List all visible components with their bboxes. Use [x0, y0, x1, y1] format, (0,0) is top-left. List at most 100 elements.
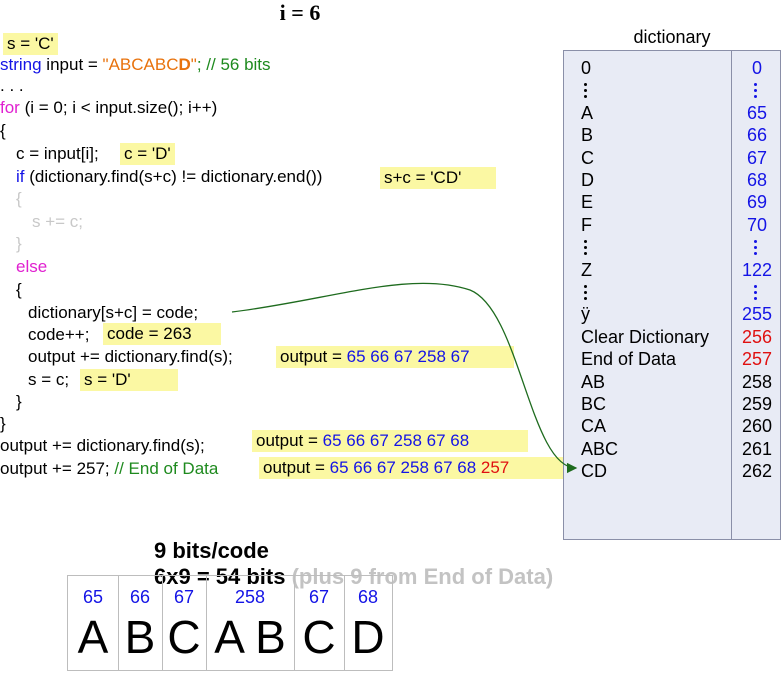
- dictionary-value: 255: [741, 304, 773, 325]
- brace: }: [16, 392, 22, 411]
- cell-code: 66: [129, 587, 151, 607]
- code-line-dict-assign: dictionary[s+c] = code;: [28, 303, 199, 322]
- step-title: i = 6: [279, 0, 321, 25]
- dictionary-value: 67: [746, 147, 768, 168]
- output-label: output =: [280, 347, 347, 366]
- dictionary-title: dictionary: [633, 27, 711, 47]
- output-label: output =: [263, 458, 330, 477]
- dictionary-value: 122: [741, 259, 773, 280]
- cell-code: 68: [357, 587, 379, 607]
- dictionary-key: [584, 281, 590, 308]
- cell-characters: A B: [214, 611, 286, 663]
- cell-characters: C: [167, 611, 201, 663]
- dictionary-key: C: [581, 147, 594, 168]
- end-output-value-note: output = 65 66 67 258 67 68 257: [259, 457, 567, 479]
- else-keyword: else: [16, 257, 48, 276]
- dictionary-key: [584, 79, 590, 106]
- code-text: (i = 0; i < input.size(); i++): [19, 98, 218, 117]
- code-line-input: string input = "ABCABCD"; // 56 bits: [0, 55, 271, 75]
- brace: {: [0, 121, 6, 140]
- encoded-cell: 258 A B: [206, 575, 295, 671]
- dictionary-key: F: [581, 214, 592, 235]
- bits-per-code: 9 bits/code: [154, 538, 269, 563]
- dictionary-value: 260: [741, 416, 773, 437]
- dictionary-value: [734, 236, 780, 263]
- brace: }: [0, 414, 6, 433]
- dictionary-value: [734, 281, 780, 308]
- dictionary-key: [584, 236, 590, 263]
- brace: }: [16, 234, 22, 253]
- output-codes: 65 66 67 258 67: [346, 347, 470, 366]
- code-line-code-inc: code++;: [28, 325, 90, 344]
- dictionary-key: CA: [581, 416, 607, 437]
- cell-code: 67: [173, 587, 195, 607]
- dictionary-key: E: [581, 192, 594, 213]
- dictionary-key: Clear Dictionary: [581, 326, 710, 347]
- dictionary-key: AB: [581, 371, 606, 392]
- dictionary-value: 65: [746, 102, 768, 123]
- code-line-final-output: output += dictionary.find(s);: [0, 436, 205, 455]
- dictionary-value: 0: [751, 58, 762, 78]
- code-text: (dictionary.find(s+c) != dictionary.end(…: [24, 167, 323, 186]
- output-codes: 65 66 67 258 67 68: [329, 458, 481, 477]
- code-line-for: for (i = 0; i < input.size(); i++): [0, 98, 217, 118]
- dictionary-value: [734, 79, 780, 106]
- cell-code: 67: [308, 587, 330, 607]
- end-of-data-note: (plus 9 from End of Data): [285, 564, 554, 589]
- c-value-note: c = 'D': [120, 143, 175, 165]
- cell-code: 258: [234, 587, 266, 607]
- total-bits-value: 6x9 = 54 bits: [154, 564, 286, 589]
- dictionary-value: 70: [746, 214, 768, 235]
- string-literal-end: ": [190, 55, 197, 74]
- dictionary-value: 68: [746, 170, 768, 190]
- cell-characters: D: [351, 611, 385, 663]
- output-codes: 65 66 67 258 67 68: [322, 431, 470, 450]
- dictionary-value: 256: [741, 326, 773, 347]
- brace: {: [16, 280, 22, 299]
- s-value-note: s = 'C': [3, 33, 58, 55]
- dictionary-key: CD: [581, 461, 607, 482]
- dictionary-key: B: [581, 125, 594, 146]
- code-line-s-plus-c: s += c;: [32, 212, 84, 231]
- dictionary-divider: [731, 50, 732, 540]
- cell-characters: C: [302, 611, 336, 663]
- cell-characters: A: [77, 611, 109, 663]
- code-line-c-assign: c = input[i];: [16, 144, 99, 163]
- dictionary-value: 261: [741, 438, 773, 459]
- dictionary-value: 262: [741, 461, 773, 482]
- dictionary-key: A: [581, 102, 594, 123]
- comment: ; // 56 bits: [196, 55, 271, 74]
- dictionary-key: BC: [581, 394, 607, 414]
- dictionary-key: ABC: [581, 438, 619, 459]
- code-value-note: code = 263: [103, 323, 221, 345]
- code-text: input =: [41, 55, 103, 74]
- dictionary-key: End of Data: [581, 349, 677, 370]
- keyword: string: [0, 55, 42, 74]
- keyword: if: [16, 167, 25, 186]
- comment: // End of Data: [114, 459, 219, 478]
- output-label: output =: [256, 431, 323, 450]
- code-line-output-add: output += dictionary.find(s);: [28, 347, 233, 366]
- cell-code: 65: [82, 587, 104, 607]
- brace: {: [16, 189, 22, 208]
- final-output-value-note: output = 65 66 67 258 67 68: [252, 430, 528, 452]
- s-value-note: s = 'D': [80, 369, 178, 391]
- code-line-s-assign: s = c;: [28, 370, 70, 389]
- sc-value-note: s+c = 'CD': [380, 167, 496, 189]
- string-literal: "ABCABC: [102, 55, 179, 74]
- string-literal-bold: D: [178, 55, 191, 74]
- dictionary-key: 0: [581, 58, 592, 78]
- ellipsis: . . .: [0, 76, 24, 95]
- dictionary-table: [563, 50, 781, 540]
- output-value-note: output = 65 66 67 258 67: [276, 346, 514, 368]
- dictionary-value: 257: [741, 349, 773, 370]
- code-line-if: if (dictionary.find(s+c) != dictionary.e…: [16, 167, 322, 187]
- dictionary-value: 259: [741, 394, 773, 414]
- dictionary-value: 69: [746, 192, 768, 213]
